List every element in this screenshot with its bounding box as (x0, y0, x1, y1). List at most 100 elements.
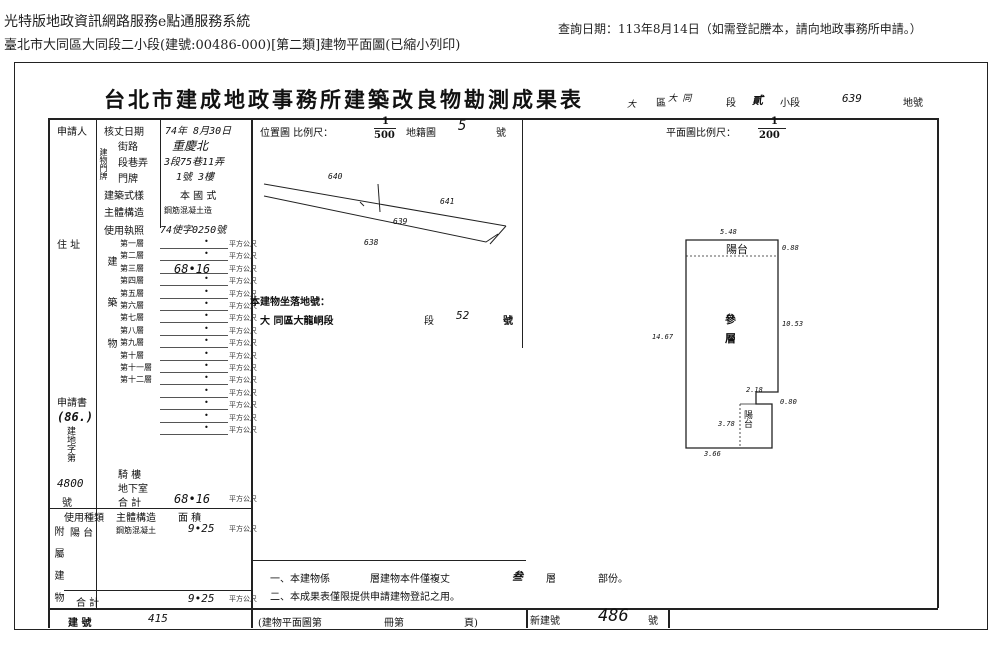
floor-row-area: • (204, 287, 209, 296)
building-land-number-label: 建地字第 (65, 426, 75, 462)
floor-row-unit: 平方公尺 (229, 277, 257, 285)
section-lane-value: 3段75巷11弄 (164, 157, 225, 168)
location-map-divider (522, 118, 523, 348)
dim-small: 3.78 (718, 420, 735, 428)
floor-row-underline (160, 422, 228, 423)
lot-639: 639 (393, 217, 408, 226)
balcony-room-label: 陽台 (726, 243, 748, 256)
floor-row-unit: 平方公尺 (229, 389, 257, 397)
floor-row-unit: 平方公尺 (229, 364, 257, 372)
dim-left: 14.67 (652, 333, 674, 341)
style-label: 建築式樣 (104, 191, 144, 202)
floor-row-area: • (204, 423, 209, 432)
floor-row-unit: 平方公尺 (229, 414, 257, 422)
balcony-structure: 鋼筋混凝土 (116, 526, 156, 535)
floor-row-unit: 平方公尺 (229, 302, 257, 310)
floor-row-label: 第八層 (120, 326, 144, 335)
floor-row-unit: 平方公尺 (229, 339, 257, 347)
floor-row-unit: 平方公尺 (229, 252, 257, 260)
floor-row-unit: 平方公尺 (229, 240, 257, 248)
floor-plan-scale-denominator: 200 (759, 130, 780, 141)
floor-row-label: 第十一層 (120, 363, 152, 372)
note-1-floor: 叁 (512, 570, 523, 583)
floor-row-area: • (204, 237, 209, 246)
document-frame (14, 62, 988, 630)
floor-row-area: • (204, 274, 209, 283)
floor-row-underline (160, 310, 228, 311)
floor-row-underline (160, 248, 228, 249)
table-top-border (48, 118, 938, 120)
total-unit: 平方公尺 (229, 495, 257, 503)
new-building-number-unit: 號 (648, 616, 658, 627)
note-1-suffix: 部份。 (598, 574, 628, 585)
floor-plan-scale-label: 平面圖比例尺： (666, 128, 736, 139)
district-label: 區 (656, 98, 666, 109)
floor-row-area: • (204, 361, 209, 370)
approval-date-value: 74年 8月30日 (165, 126, 232, 137)
floor-row-underline (160, 384, 228, 385)
table-left-border (48, 118, 50, 628)
floor-plan-outline (685, 239, 779, 449)
query-date: 查詢日期：113年8月14日（如需登記謄本，請向地政事務所申請。） (558, 22, 922, 36)
location-map-scale-numerator: 1 (382, 116, 389, 127)
subsection-label: 小段 (780, 98, 800, 109)
balcony-area: 9•25 (188, 522, 215, 535)
attached-building-label: 附屬建物 (52, 526, 63, 614)
footer-box-right (668, 608, 670, 628)
floor-row-area: • (204, 324, 209, 333)
total-value: 68•16 (174, 492, 211, 506)
plan-page: 頁) (464, 618, 478, 629)
system-name: 光特版地政資訊網路服務e點通服務系統 (4, 14, 251, 30)
label-column-divider (96, 118, 97, 608)
section-handwritten: 大 同 (668, 94, 692, 104)
floor-row-label: 第九層 (120, 338, 144, 347)
balcony-label: 陽 台 (70, 528, 94, 539)
floor-row-label: 第十二層 (120, 375, 152, 384)
dim-right-top: 0.88 (782, 244, 799, 252)
notes-divider (251, 560, 526, 561)
floor-row-label: 第四層 (120, 276, 144, 285)
street-value: 重慶北 (172, 139, 209, 153)
value-column-divider (160, 118, 161, 228)
left-column-divider (251, 118, 253, 628)
floor-label-main: 參 (725, 313, 736, 326)
floor-row-area: • (204, 386, 209, 395)
floor-row-area: • (204, 398, 209, 407)
location-map-scale-bar (374, 128, 396, 129)
structure-value: 鋼筋混凝土造 (164, 206, 212, 215)
section-lane-label: 段巷弄 (118, 158, 148, 169)
location-map-scale-denominator: 500 (374, 130, 395, 141)
arcade-label: 騎 樓 (118, 470, 142, 481)
address-line: 臺北市大同區大同段二小段(建號:00486-000)[第二類]建物平面圖(已縮小… (4, 38, 461, 53)
floor-row-unit: 平方公尺 (229, 376, 257, 384)
usage-permit-value: 74使字0250號 (160, 225, 227, 236)
attached-total-value: 9•25 (188, 592, 215, 605)
plan-reference: (建物平面圖第 (258, 618, 322, 629)
stair-label: 陽台 (742, 410, 752, 428)
structure-label: 主體構造 (104, 208, 144, 219)
document-title: 台北市建成地政事務所建築改良物勘測成果表 (104, 87, 584, 112)
floor-row-underline (160, 347, 228, 348)
balcony-unit: 平方公尺 (229, 525, 257, 533)
dim-step-vertical: 0.80 (780, 398, 797, 406)
floor-row-underline (160, 298, 228, 299)
floor-row-unit: 平方公尺 (229, 352, 257, 360)
table-right-border (937, 118, 939, 608)
floor-row-underline (160, 322, 228, 323)
floor-plan-scale-bar (758, 128, 786, 129)
floor-row-label: 第十層 (120, 351, 144, 360)
floor-row-area: • (204, 299, 209, 308)
building-number-label: 建 號 (68, 618, 92, 629)
floor-row-area: • (204, 311, 209, 320)
approval-date-label: 核丈日期 (104, 127, 144, 138)
floor-row-unit: 平方公尺 (229, 290, 257, 298)
floor-row-label: 第二層 (120, 251, 144, 260)
area-label: 面 積 (178, 513, 202, 524)
door-no-label: 門牌 (118, 174, 138, 185)
hao-label: 號 (62, 498, 72, 509)
floor-row-label: 第五層 (120, 289, 144, 298)
lot-641: 641 (440, 197, 455, 206)
floor-row-underline (160, 285, 228, 286)
floor-row-underline (160, 273, 228, 274)
note-2: 二、本成果表僅限提供申請建物登記之用。 (270, 592, 460, 603)
